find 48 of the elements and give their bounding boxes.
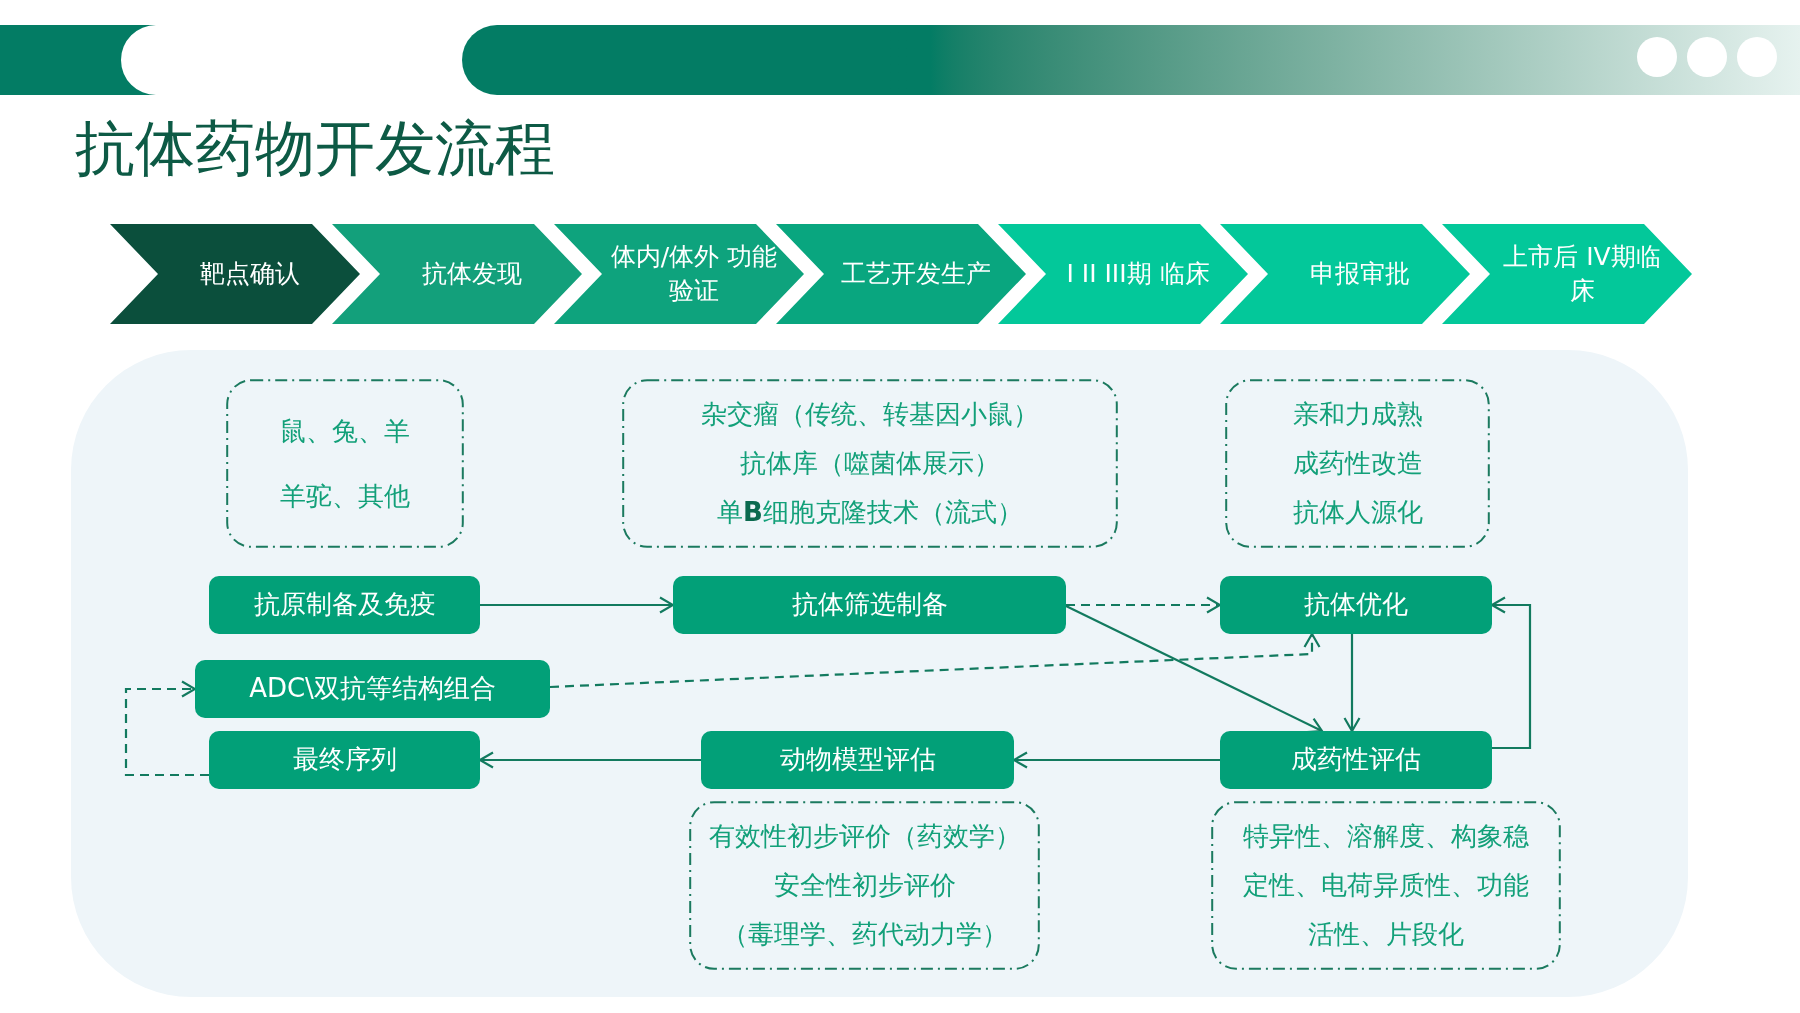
note-text: 抗体人源化 [1292, 496, 1423, 529]
process-box [673, 576, 1066, 634]
note-text: （毒理学、药代动力学） [721, 918, 1008, 951]
note-text: 有效性初步评价（药效学） [708, 820, 1021, 853]
dashed-arrow [549, 632, 1321, 689]
note-box [689, 801, 1040, 970]
process-box [1220, 576, 1492, 634]
stage-label: 申报审批 [1310, 258, 1410, 291]
note-text: 亲和力成熟 [1292, 398, 1423, 431]
stage-label: 靶点确认 [200, 258, 300, 291]
arrow [1343, 634, 1361, 733]
stage-label: 工艺开发生产 [841, 258, 991, 291]
note-text: 单B细胞克隆技术（流式） [717, 496, 1023, 529]
stage-label: 体内/体外 功能验证 [609, 241, 779, 307]
arrow [1490, 596, 1532, 750]
note-text: 鼠、兔、羊 [280, 414, 410, 448]
note-text: 安全性初步评价 [773, 869, 956, 902]
step-label: 动物模型评估 [779, 743, 936, 777]
note-text: 羊驼、其他 [280, 479, 410, 513]
stage-label: 抗体发现 [422, 258, 522, 291]
process-box [209, 731, 480, 789]
arrow [480, 596, 675, 614]
page-title: 抗体药物开发流程 [75, 112, 555, 184]
process-box [209, 576, 480, 634]
step-label: 抗体筛选制备 [791, 588, 948, 622]
arrow [478, 751, 701, 769]
step-label: 抗原制备及免疫 [253, 588, 436, 622]
step-label: ADC\双抗等结构组合 [249, 672, 496, 706]
note-box [1211, 801, 1561, 970]
stage-label: I II III期 临床 [1066, 258, 1210, 291]
step-label: 最终序列 [292, 743, 397, 777]
note-box [622, 379, 1118, 548]
stage-label: 上市后 IV期临床 [1502, 241, 1662, 307]
note-text: 抗体库（噬菌体展示） [740, 447, 1000, 480]
arrow [1012, 751, 1220, 769]
note-text: 特异性、溶解度、构象稳定性、电荷异质性、功能活性、片段化 [1242, 820, 1530, 951]
step-label: 成药性评估 [1291, 743, 1421, 777]
dashed-arrow [1066, 596, 1222, 614]
note-text: 成药性改造 [1292, 447, 1423, 480]
note-box [1225, 379, 1490, 548]
note-box [226, 379, 464, 548]
process-box [701, 731, 1014, 789]
note-text: 杂交瘤（传统、转基因小鼠） [701, 398, 1039, 431]
process-box [1220, 731, 1492, 789]
dashed-arrow [124, 680, 209, 777]
process-box [195, 660, 550, 718]
arrow [1065, 605, 1324, 734]
step-label: 抗体优化 [1304, 588, 1408, 622]
